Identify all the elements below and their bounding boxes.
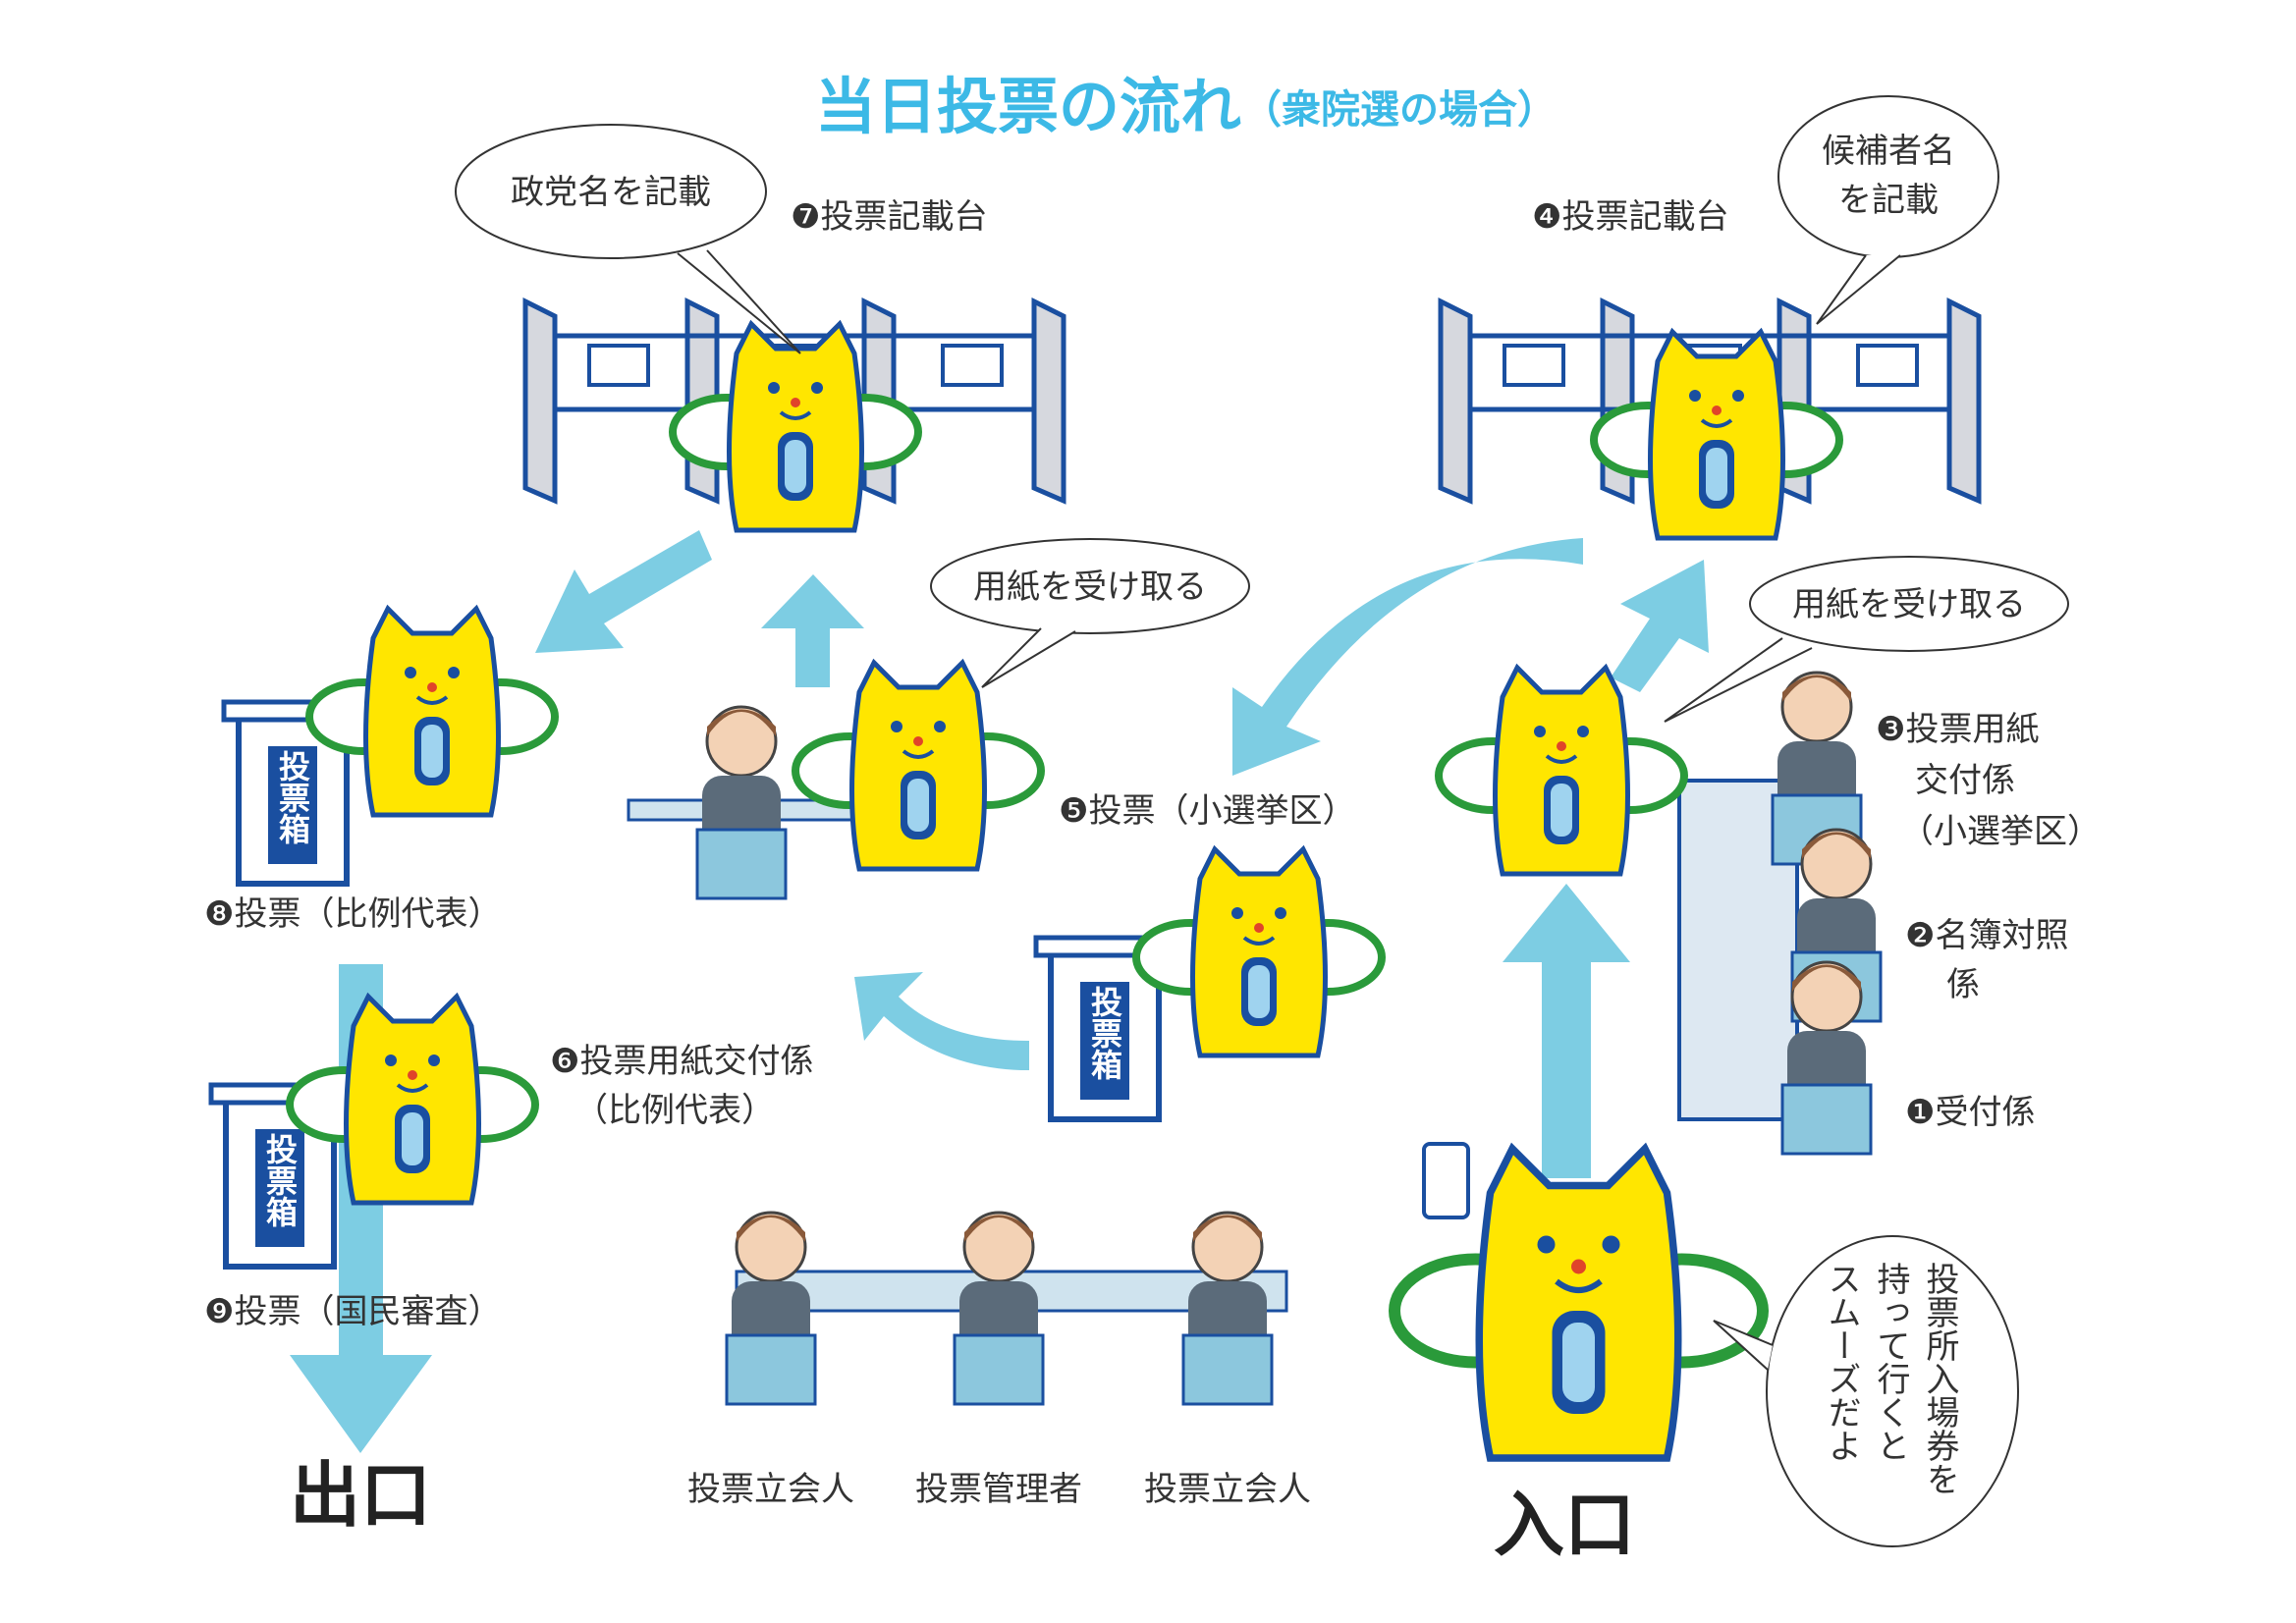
arrow-to-booth-right (1611, 560, 1709, 692)
label-witness-right: 投票立会人 (1144, 1470, 1311, 1509)
title-main: 当日投票の流れ (815, 71, 1241, 142)
label-step6-line2: （比例代表） (574, 1091, 775, 1130)
bubble-receive-right-text: 用紙を受け取る (1792, 585, 2026, 624)
mascot-step6 (795, 663, 1041, 869)
label-polling-manager: 投票管理者 (915, 1470, 1082, 1509)
arrow-up-to-booth-left (761, 574, 864, 687)
label-witness-left: 投票立会人 (687, 1470, 854, 1509)
label-step3-line3: （小選挙区） (1900, 812, 2101, 851)
label-step3-line1: ❸投票用紙 (1876, 710, 2039, 749)
bubble-receive-right: 用紙を受け取る (1664, 556, 2069, 723)
arrow-entrance-up (1503, 884, 1630, 1178)
label-step7: ❼投票記載台 (791, 197, 987, 237)
exit-label: 出口 (290, 1454, 431, 1537)
label-step3-line2: 交付係 (1915, 761, 2015, 800)
bubble-party-text: 政党名を記載 (511, 173, 711, 212)
label-step1: ❶受付係 (1905, 1093, 2035, 1132)
bubble-candidate-name: 候補者名 を記載 (1777, 95, 1999, 325)
label-step2-line1: ❷名簿対照 (1905, 916, 2068, 955)
label-step5: ❺投票（小選挙区） (1059, 791, 1355, 831)
bubble-ticket-col2: 持って行くと (1871, 1262, 1910, 1462)
label-step4: ❹投票記載台 (1532, 197, 1728, 237)
label-step8: ❽投票（比例代表） (204, 894, 501, 934)
ballot-box-step5-label: 投票箱 (1086, 986, 1123, 1080)
title-sub: （衆院選の場合） (1242, 87, 1557, 133)
label-step2-line2: 係 (1946, 965, 1980, 1004)
polling-manager (953, 1211, 1045, 1406)
mascot-step5 (1136, 849, 1382, 1055)
ballot-box-step9-label: 投票箱 (261, 1133, 299, 1227)
bubble-ticket-col3: スムーズだよ (1822, 1262, 1861, 1462)
bubble-candidate-line2: を記載 (1838, 181, 1939, 220)
bubble-party-name: 政党名を記載 (455, 124, 801, 354)
witness-right (1181, 1211, 1274, 1406)
flow-arrows (290, 530, 1709, 1453)
arrow-curve-to-step6 (854, 972, 1029, 1070)
bubble-receive-left: 用紙を受け取る (930, 538, 1250, 688)
witness-left (725, 1211, 817, 1406)
official-step1 (1780, 960, 1873, 1156)
bubble-ticket-tip: 投票所入場券を 持って行くと スムーズだよ (1713, 1235, 2019, 1547)
entrance-label: 入口 (1494, 1484, 1635, 1566)
arrow-booth-to-step8 (535, 530, 712, 653)
bubble-receive-left-text: 用紙を受け取る (973, 568, 1207, 607)
label-step9: ❾投票（国民審査） (204, 1292, 501, 1331)
bubble-ticket-col1: 投票所入場券を (1920, 1262, 1959, 1495)
arrow-down-to-exit (290, 964, 432, 1453)
bubble-candidate-line1: 候補者名 (1822, 132, 1955, 171)
official-step6 (695, 705, 788, 900)
label-step6-line1: ❻投票用紙交付係 (550, 1042, 813, 1081)
mascot-step3 (1439, 668, 1684, 874)
admission-ticket-icon (1422, 1142, 1470, 1219)
arrow-curve-to-step5 (1232, 538, 1583, 776)
ballot-box-step8-label: 投票箱 (274, 750, 311, 844)
